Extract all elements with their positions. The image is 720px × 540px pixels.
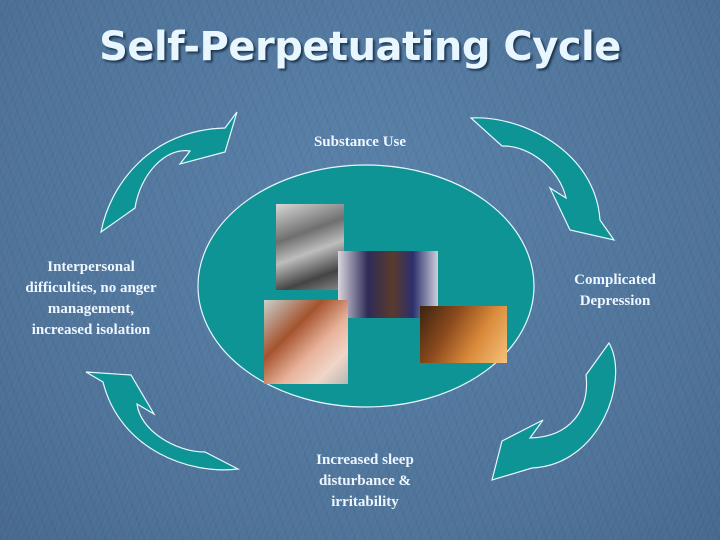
slide-title: Self-Perpetuating Cycle bbox=[99, 24, 621, 70]
person-with-pipe-photo bbox=[420, 306, 507, 363]
label-line: Substance Use bbox=[313, 134, 407, 150]
label-complicated-depression: Complicated Depression bbox=[548, 270, 682, 312]
curved-arrow-bottom-right bbox=[491, 341, 617, 481]
label-line: Depression bbox=[579, 293, 651, 309]
screaming-woman-photo bbox=[264, 300, 348, 384]
label-line: Interpersonal bbox=[47, 259, 135, 275]
label-line: Increased sleep bbox=[316, 452, 414, 468]
distressed-person-bw-photo bbox=[276, 204, 344, 290]
curved-arrow-bottom-left bbox=[85, 371, 241, 471]
label-interpersonal-difficulties: Interpersonal difficulties, no anger man… bbox=[0, 257, 182, 341]
label-line: disturbance & bbox=[318, 473, 412, 489]
curved-arrow-top-left bbox=[100, 111, 238, 234]
label-line: difficulties, no anger bbox=[25, 280, 157, 296]
label-substance-use: Substance Use bbox=[280, 132, 440, 153]
label-increased-sleep-disturbance: Increased sleep disturbance & irritabili… bbox=[280, 450, 450, 513]
label-line: management, bbox=[47, 301, 135, 317]
label-line: increased isolation bbox=[31, 322, 151, 338]
label-line: Complicated bbox=[574, 272, 656, 288]
curved-arrow-top-right bbox=[469, 117, 616, 241]
label-line: irritability bbox=[331, 494, 399, 510]
